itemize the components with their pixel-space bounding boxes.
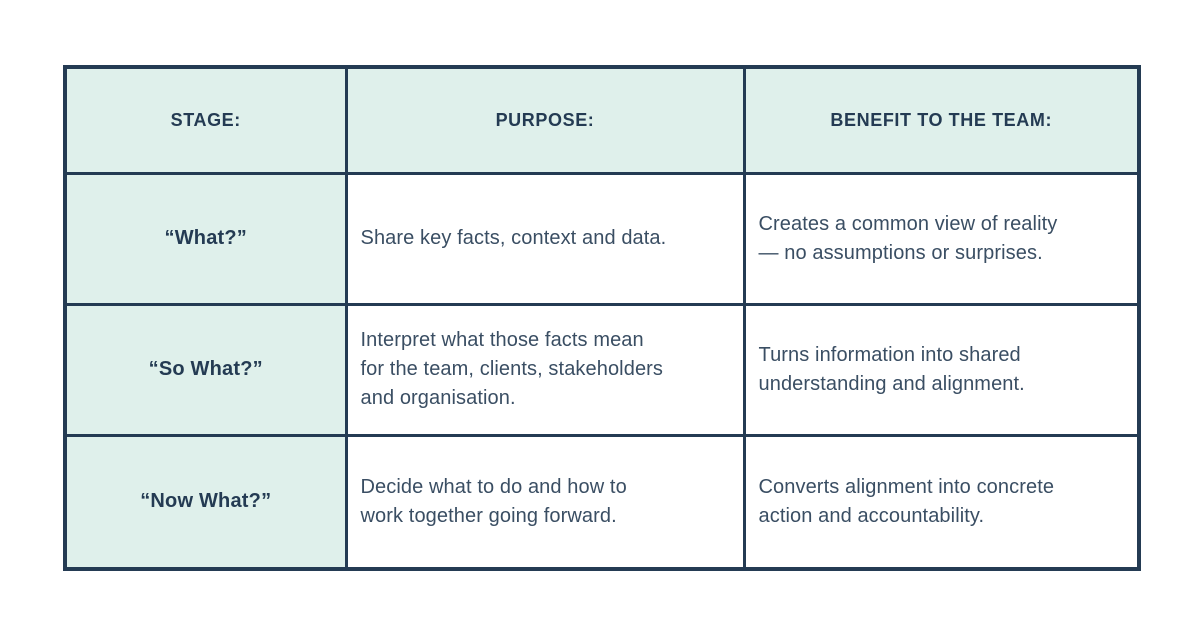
purpose-cell-now-what: Decide what to do and how to work togeth… (344, 433, 746, 571)
table-row-so-what: “So What?” Interpret what those facts me… (63, 302, 1141, 437)
header-cell-purpose: PURPOSE: (344, 65, 746, 175)
header-cell-stage: STAGE: (63, 65, 348, 175)
stage-cell-what: “What?” (63, 171, 348, 306)
header-row: STAGE: PURPOSE: BENEFIT TO THE TEAM: (63, 65, 1141, 175)
benefit-cell-now-what: Converts alignment into concrete action … (742, 433, 1141, 571)
stage-cell-now-what: “Now What?” (63, 433, 348, 571)
table-row-what: “What?” Share key facts, context and dat… (63, 171, 1141, 306)
benefit-cell-so-what: Turns information into shared understand… (742, 302, 1141, 437)
table-frame: STAGE: PURPOSE: BENEFIT TO THE TEAM: “Wh… (63, 65, 1141, 571)
table-row-now-what: “Now What?” Decide what to do and how to… (63, 433, 1141, 571)
header-cell-benefit: BENEFIT TO THE TEAM: (742, 65, 1141, 175)
purpose-cell-so-what: Interpret what those facts mean for the … (344, 302, 746, 437)
purpose-cell-what: Share key facts, context and data. (344, 171, 746, 306)
benefit-cell-what: Creates a common view of reality — no as… (742, 171, 1141, 306)
stage-purpose-benefit-table: STAGE: PURPOSE: BENEFIT TO THE TEAM: “Wh… (63, 65, 1141, 571)
stage-cell-so-what: “So What?” (63, 302, 348, 437)
